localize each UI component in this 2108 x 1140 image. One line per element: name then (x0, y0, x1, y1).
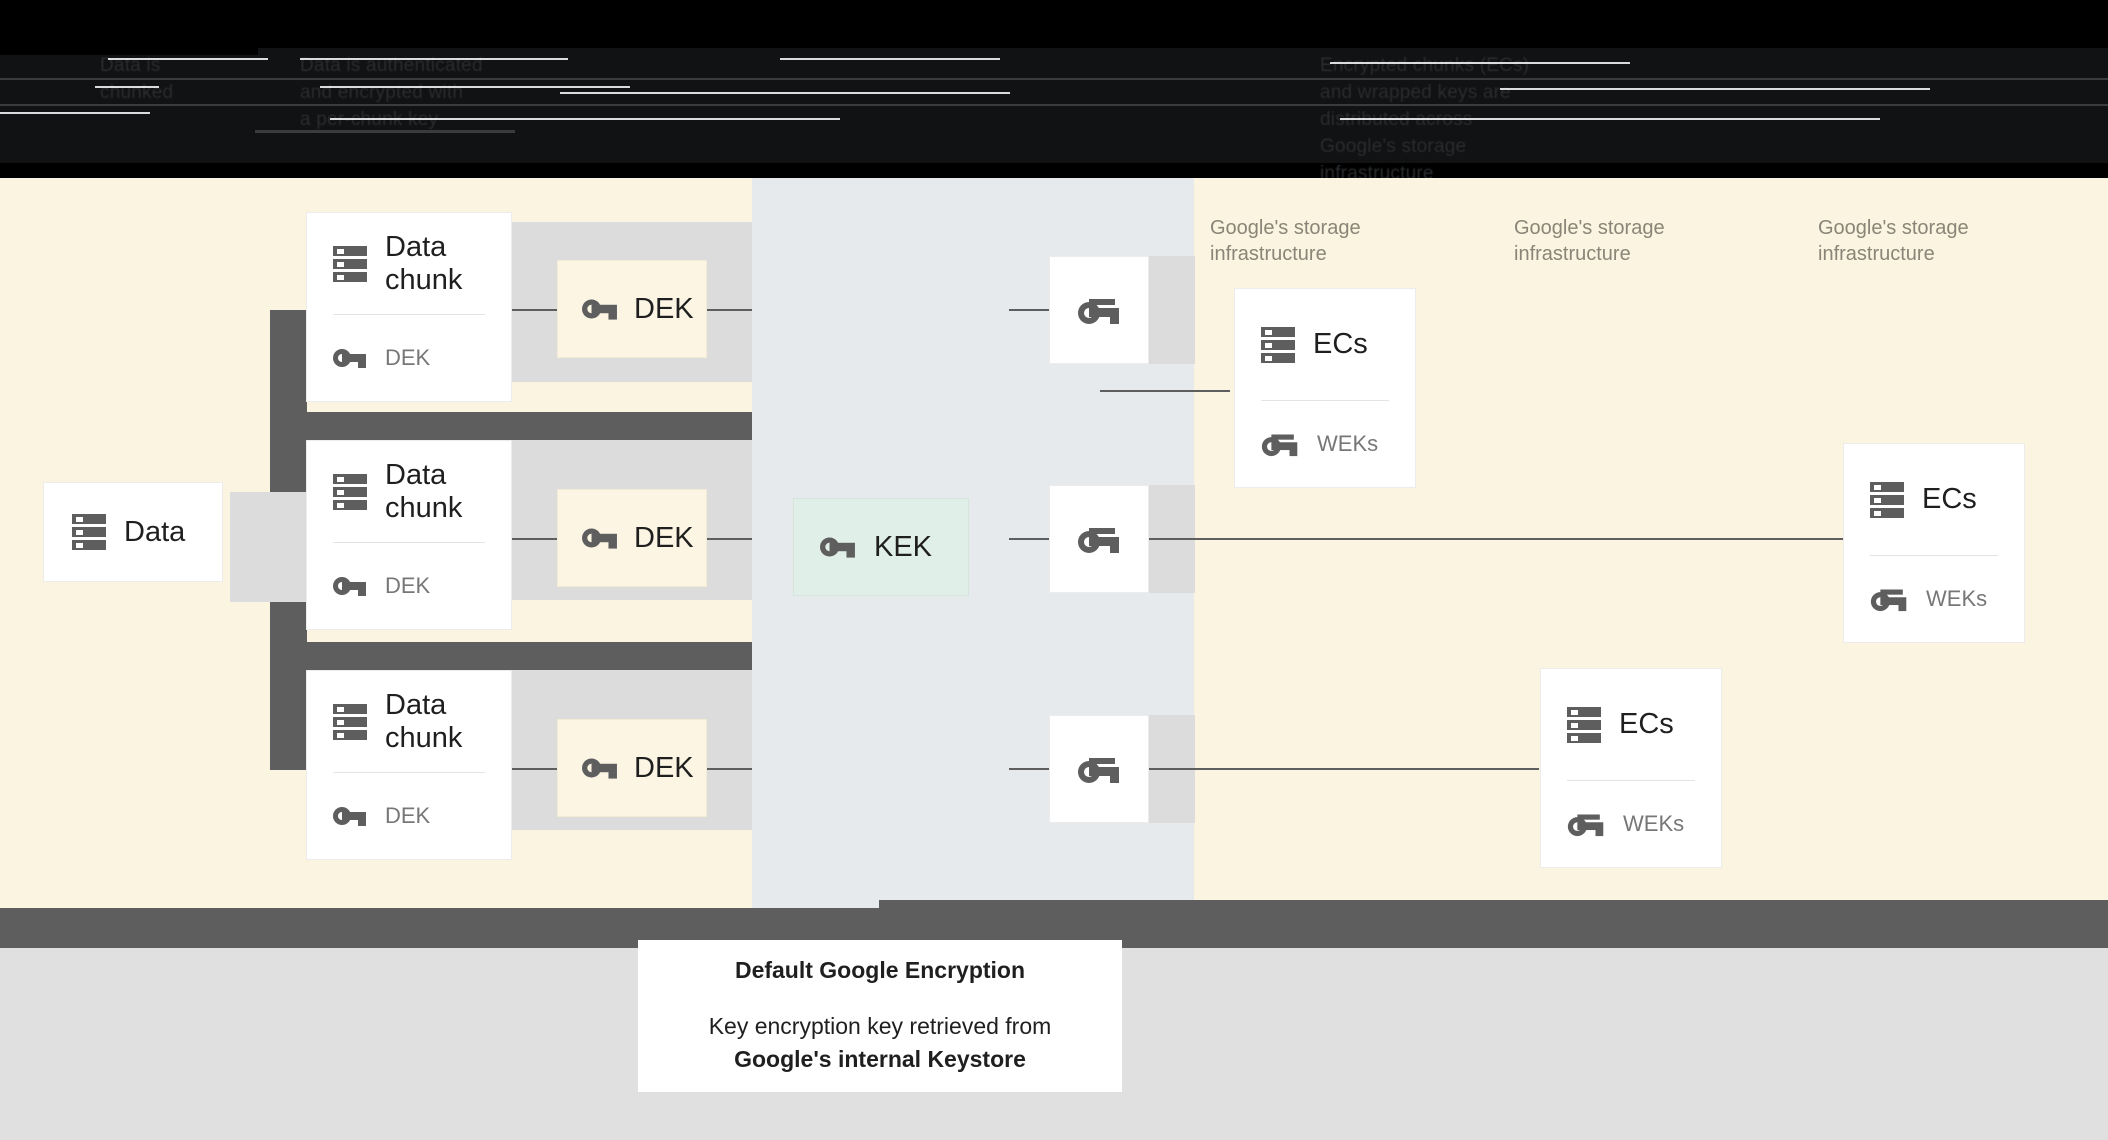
header-artifact (0, 104, 2108, 106)
wrapped-key-icon (1261, 434, 1298, 457)
key-icon (333, 577, 366, 596)
header-artifact (0, 112, 150, 114)
server-icon (72, 514, 106, 550)
dek-label: DEK (634, 521, 694, 554)
arrow-line-to-ecs-2 (1149, 538, 1843, 540)
kek-label: KEK (874, 530, 933, 563)
data-chunk-card[interactable]: Data chunk DEK (306, 440, 512, 630)
data-card-label: Data (124, 515, 186, 548)
header-notch (0, 0, 258, 55)
card-divider (333, 314, 485, 315)
kek-box[interactable]: KEK (793, 498, 969, 596)
dek-label: DEK (634, 292, 694, 325)
server-icon (333, 473, 367, 510)
card-divider (1567, 780, 1695, 781)
header-strip: Data is chunked Data is authenticated an… (0, 0, 2108, 178)
header-artifact (330, 118, 840, 120)
ecs-label: ECs (1619, 708, 1674, 741)
wrapped-key-icon (1078, 528, 1119, 553)
data-card-shadow (230, 492, 320, 602)
dek-label: DEK (634, 751, 694, 784)
wrapped-key-icon (1567, 814, 1604, 837)
caption-box: Default Google Encryption Key encryption… (638, 940, 1122, 1092)
data-chunk-label: Data chunk (385, 459, 463, 524)
arrow-line-to-ecs-3 (1149, 768, 1539, 770)
connector-chunk-to-dek (512, 768, 557, 770)
caption-line-2: Google's internal Keystore (734, 1045, 1026, 1072)
footer-dark-tail (879, 900, 2108, 910)
data-chunk-key-label: DEK (385, 573, 431, 598)
data-card[interactable]: Data (43, 482, 223, 582)
caption-line-1: Key encryption key retrieved from (708, 1012, 1052, 1039)
ecs-key-label: WEKs (1926, 586, 1988, 611)
key-icon (820, 537, 855, 558)
key-icon (582, 758, 617, 779)
caption-title: Default Google Encryption (734, 956, 1026, 983)
connector-dek-to-wek (707, 768, 752, 770)
header-artifact (560, 92, 1010, 94)
card-divider (1261, 400, 1389, 401)
connector-dek-to-wek (707, 538, 752, 540)
dek-box[interactable]: DEK (557, 489, 707, 587)
ecs-label: ECs (1922, 483, 1977, 516)
key-icon (582, 528, 617, 549)
server-icon (333, 245, 367, 282)
connector-chunk-to-dek (512, 538, 557, 540)
header-artifact (320, 86, 630, 88)
data-chunk-key-label: DEK (385, 803, 431, 828)
storage-infrastructure-label: Google's storage infrastructure (1818, 217, 1969, 265)
wrapped-key-icon (1078, 758, 1119, 783)
ecs-key-label: WEKs (1317, 431, 1379, 456)
wrapped-key-box[interactable] (1049, 485, 1149, 593)
arrow-line-to-ecs-1 (1100, 390, 1230, 392)
storage-infrastructure-label: Google's storage infrastructure (1210, 217, 1361, 265)
card-divider (333, 542, 485, 543)
caption-body: Key encryption key retrieved from Google… (709, 1010, 1052, 1075)
header-artifact (300, 58, 568, 60)
dek-box[interactable]: DEK (557, 260, 707, 358)
server-icon (333, 703, 367, 740)
wrapped-key-box[interactable] (1049, 256, 1149, 364)
server-icon (1261, 326, 1295, 363)
header-artifact (95, 86, 159, 88)
server-icon (1567, 706, 1601, 743)
storage-infrastructure-label: Google's storage infrastructure (1514, 217, 1665, 265)
card-divider (333, 772, 485, 773)
connector-kek-to-wek (1009, 768, 1049, 770)
connector-kek-to-wek (1009, 538, 1049, 540)
wrapped-key-icon (1870, 589, 1907, 612)
connector-kek-to-wek (1009, 309, 1049, 311)
card-divider (1870, 555, 1998, 556)
header-column-3: Encrypted chunks (ECs) and wrapped keys … (1320, 55, 1530, 178)
ecs-label: ECs (1313, 328, 1368, 361)
server-icon (1870, 481, 1904, 518)
header-artifact (1330, 62, 1630, 64)
header-artifact (255, 130, 515, 133)
ecs-card[interactable]: ECs WEKs (1234, 288, 1416, 488)
wrapped-key-icon (1078, 299, 1119, 324)
header-artifact (108, 58, 268, 60)
data-chunk-card[interactable]: Data chunk DEK (306, 670, 512, 860)
header-artifact (780, 58, 1000, 60)
data-chunk-label: Data chunk (385, 231, 463, 296)
wrapped-key-box[interactable] (1049, 715, 1149, 823)
connector-chunk-to-dek (512, 309, 557, 311)
ecs-card[interactable]: ECs WEKs (1540, 668, 1722, 868)
header-artifact (0, 78, 2108, 80)
ecs-card[interactable]: ECs WEKs (1843, 443, 2025, 643)
key-icon (333, 807, 366, 826)
data-chunk-card[interactable]: Data chunk DEK (306, 212, 512, 402)
key-icon (333, 349, 366, 368)
key-icon (582, 299, 617, 320)
header-artifact (1500, 88, 1930, 90)
data-chunk-label: Data chunk (385, 689, 463, 754)
ecs-key-label: WEKs (1623, 811, 1685, 836)
header-artifact (1340, 118, 1880, 120)
connector-dek-to-wek (707, 309, 752, 311)
dek-box[interactable]: DEK (557, 719, 707, 817)
data-chunk-key-label: DEK (385, 345, 431, 370)
